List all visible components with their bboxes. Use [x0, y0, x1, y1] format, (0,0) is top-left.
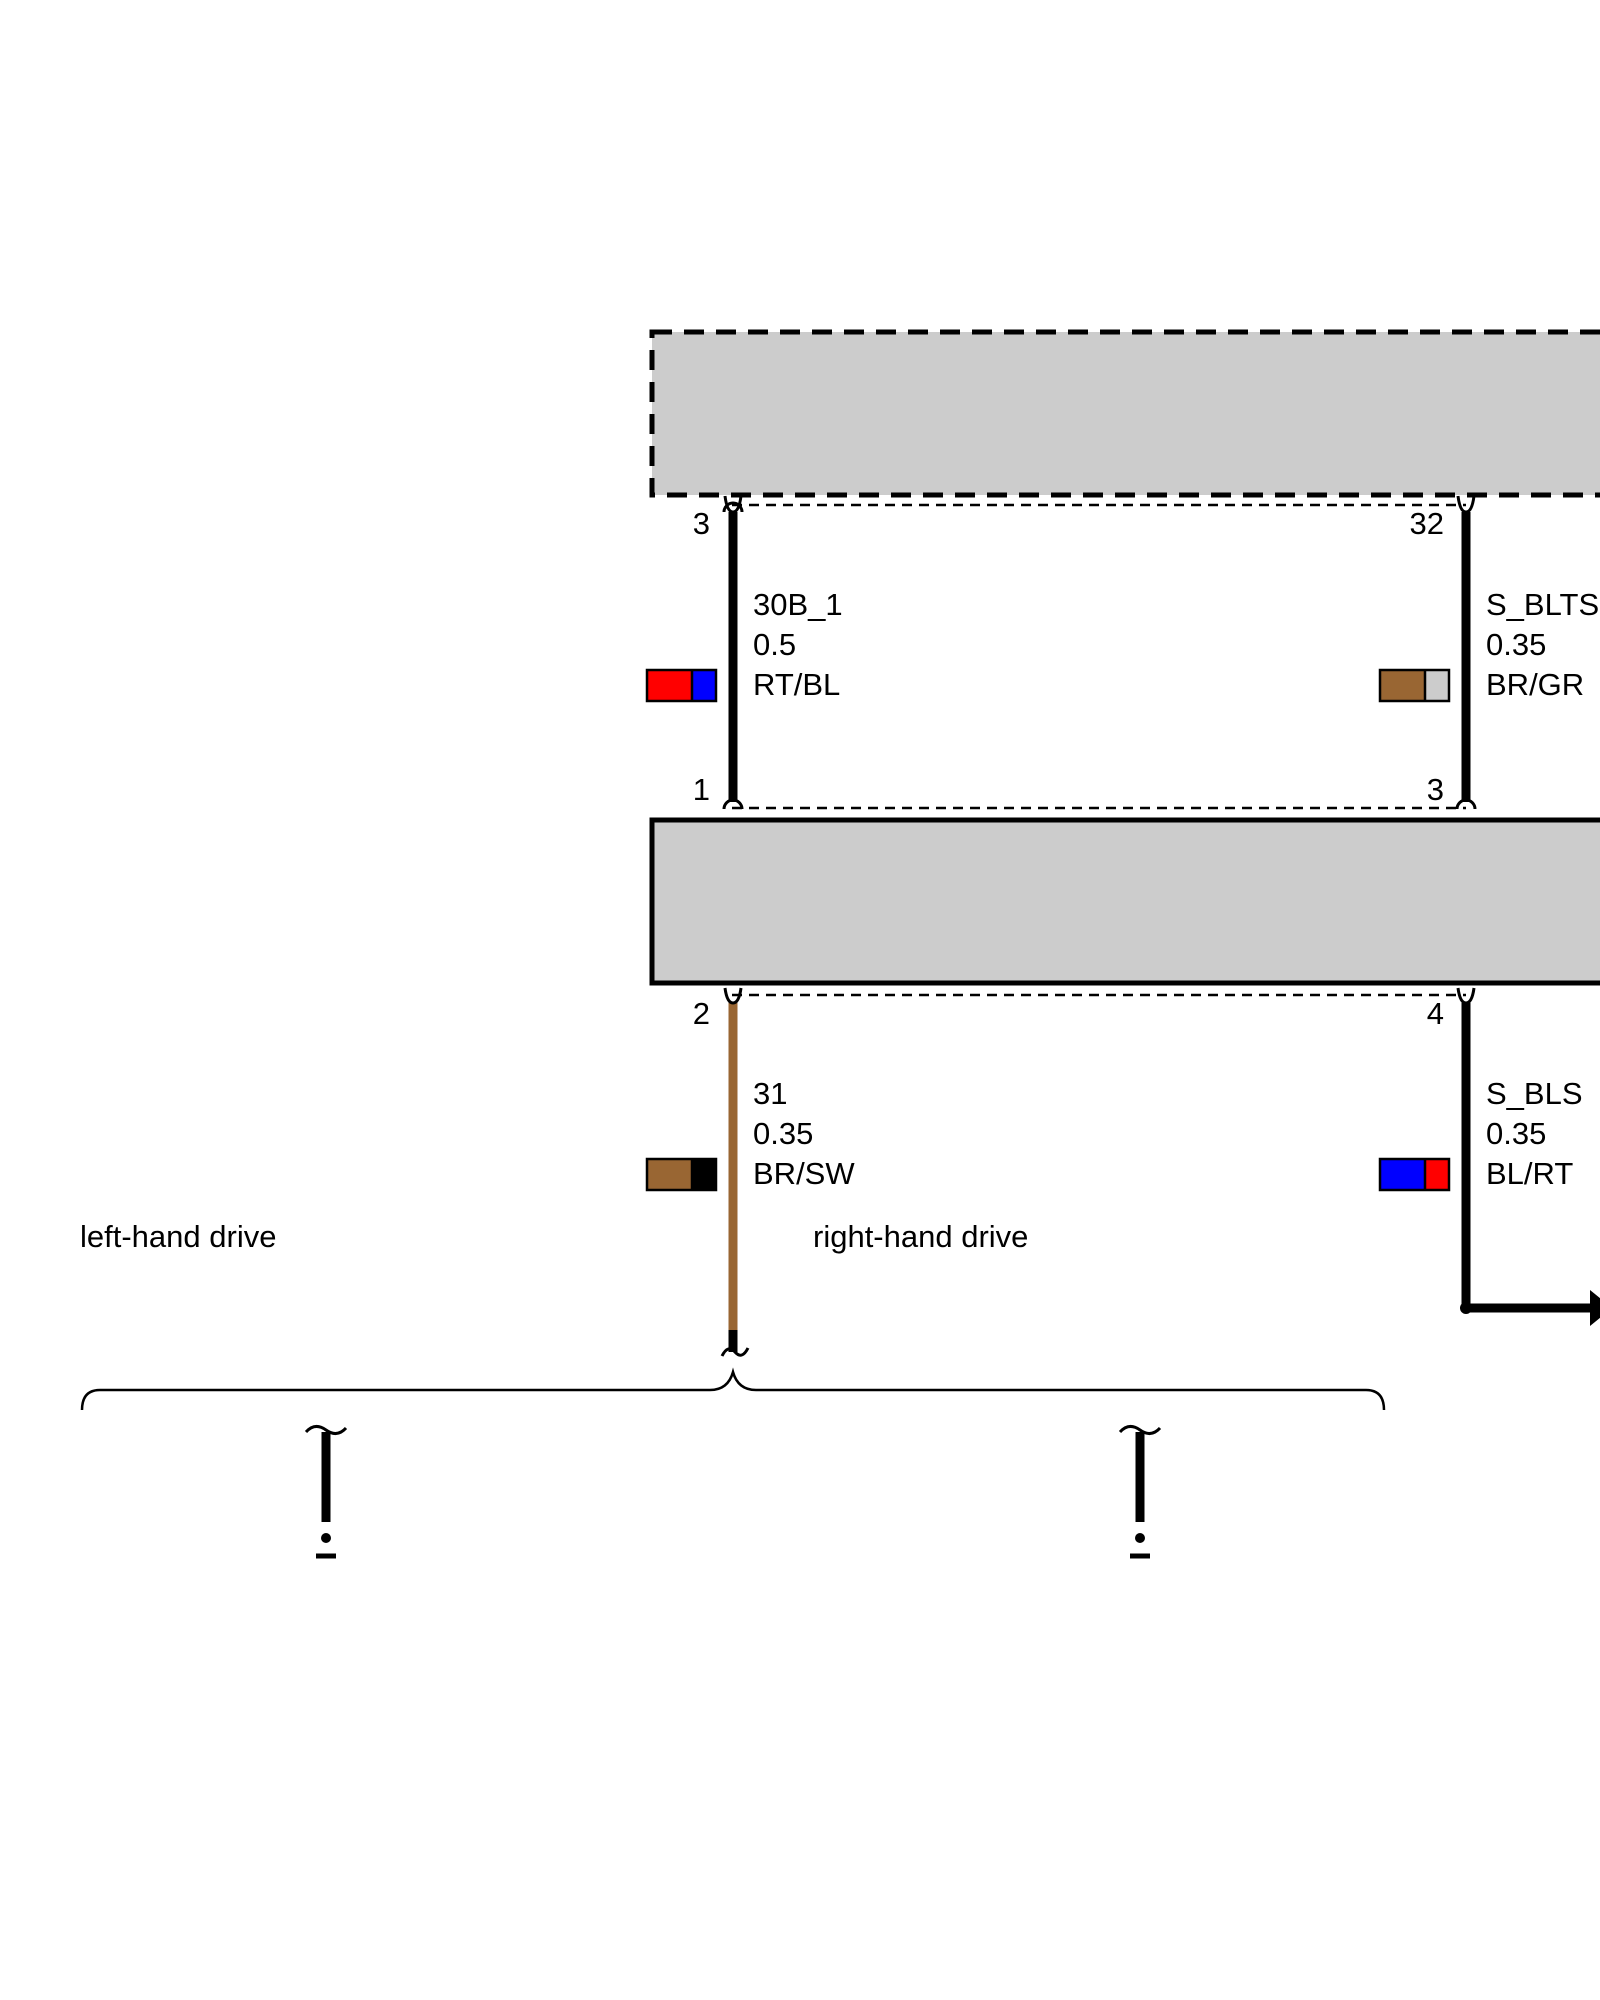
connector-tab	[1456, 495, 1476, 514]
wire-gauge-label: 0.5	[753, 627, 796, 662]
pin-arc	[722, 501, 744, 513]
wire-break-symbol	[1118, 1425, 1162, 1435]
ground-dot	[1135, 1533, 1145, 1543]
wire-color-label: BL/RT	[1486, 1156, 1573, 1191]
connector-tab	[1456, 987, 1476, 1005]
wire-color-label: BR/SW	[753, 1156, 855, 1191]
swatch-primary	[647, 670, 692, 701]
wire-signal-label: 31	[753, 1076, 787, 1111]
ground-dot	[321, 1533, 331, 1543]
wire-break-symbol	[720, 1347, 750, 1357]
swatch-primary	[1380, 670, 1425, 701]
connector-tab	[723, 495, 743, 514]
swatch-secondary	[1425, 670, 1449, 701]
lower-component-box	[649, 817, 1600, 986]
swatch-br-sw	[645, 1157, 718, 1192]
pin-number: 3	[1427, 772, 1444, 807]
wire-signal-label: S_BLTS	[1486, 587, 1599, 622]
variant-label-left: left-hand drive	[80, 1219, 276, 1254]
pin-number: 4	[1427, 996, 1444, 1031]
pin-arc	[1455, 798, 1477, 810]
pin-number: 2	[693, 996, 710, 1031]
pin-number: 1	[693, 772, 710, 807]
connector-tab	[723, 987, 743, 1005]
wire-break-symbol	[304, 1425, 348, 1435]
variant-label-right: right-hand drive	[813, 1219, 1028, 1254]
arrow-right-icon	[1590, 1290, 1600, 1326]
swatch-primary	[647, 1159, 692, 1190]
pin-number: 32	[1410, 506, 1444, 541]
swatch-secondary	[692, 670, 716, 701]
swatch-bl-rt	[1378, 1157, 1451, 1192]
upper-component-box	[649, 329, 1600, 498]
wire-color-label: RT/BL	[753, 667, 840, 702]
pin-number: 3	[693, 506, 710, 541]
swatch-primary	[1380, 1159, 1425, 1190]
swatch-rt-bl	[645, 668, 718, 703]
swatch-secondary	[1425, 1159, 1449, 1190]
wire-gauge-label: 0.35	[1486, 1116, 1546, 1151]
swatch-br-gr	[1378, 668, 1451, 703]
pin-arc	[722, 798, 744, 810]
wire-color-label: BR/GR	[1486, 667, 1584, 702]
wire-signal-label: 30B_1	[753, 587, 843, 622]
swatch-secondary	[692, 1159, 716, 1190]
wire-gauge-label: 0.35	[753, 1116, 813, 1151]
wire-gauge-label: 0.35	[1486, 627, 1546, 662]
wire-signal-label: S_BLS	[1486, 1076, 1583, 1111]
variant-brace	[80, 1367, 1386, 1411]
